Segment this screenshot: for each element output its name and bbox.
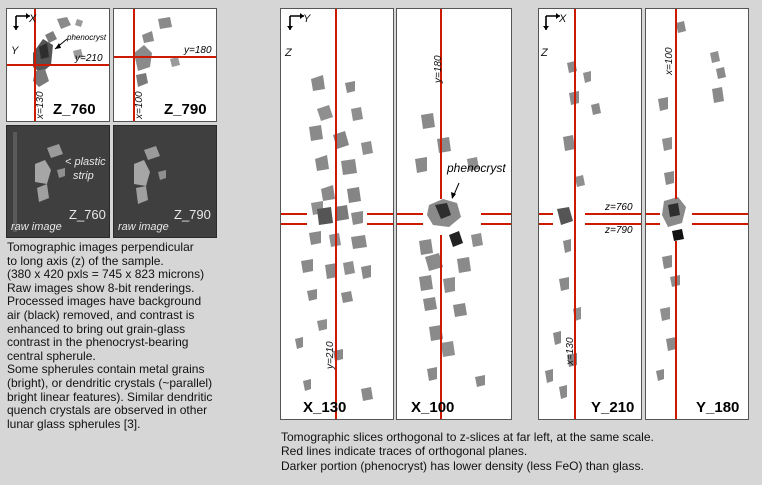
panel-label: Z_760: [69, 207, 106, 222]
line-y-label: y=180: [184, 45, 212, 56]
caption-line: Some spherules contain metal grains: [7, 362, 205, 377]
y210-image: [539, 9, 641, 419]
line-x-label: x=130: [35, 91, 46, 119]
y210-panel: X Z z=760 z=790 x=130 Y_210: [538, 8, 642, 420]
axis-arrow-icon: [543, 13, 560, 30]
caption-line: (bright), or dendritic crystals (~parall…: [7, 375, 213, 390]
caption-line: Darker portion (phenocryst) has lower de…: [281, 459, 644, 474]
axis-z-label: Z: [541, 47, 548, 59]
caption-line: quench crystals are observed in other: [7, 403, 208, 418]
y180-image: [646, 9, 748, 419]
panel-label: Y_210: [591, 399, 635, 416]
z760-image: [7, 9, 109, 121]
caption-line: (380 x 420 pxls = 745 x 823 microns): [7, 267, 205, 282]
raw-image-label: raw image: [118, 221, 169, 233]
plastic-note-label: < plastic: [65, 156, 106, 168]
raw-image-label: raw image: [11, 221, 62, 233]
y180-panel: x=100 Y_180: [645, 8, 749, 420]
left-caption: Tomographic images perpendicular to long…: [7, 240, 277, 431]
caption-line: bright linear features). Similar dendrit…: [7, 389, 213, 404]
caption-line: lunar glass spherules [3].: [7, 416, 141, 431]
x100-panel: y=180 phenocryst X_100: [396, 8, 512, 420]
raw-z760-image: [13, 132, 65, 232]
caption-line: contrast in the phenocryst-bearing: [7, 335, 189, 350]
caption-line: to long axis (z) of the sample.: [7, 253, 164, 268]
axis-arrow-icon: [13, 13, 30, 30]
strip-note-label: strip: [73, 170, 94, 182]
x130-image: [281, 9, 393, 419]
axis-arrow-icon: [287, 13, 304, 30]
line-x-label: x=100: [134, 91, 145, 119]
z760-panel: X Y phenocryst y=210 x=130 Z_760: [6, 8, 110, 122]
line-label: y=210: [325, 341, 336, 369]
line-label: x=100: [664, 47, 675, 75]
panel-label: X_130: [303, 399, 347, 416]
caption-line: Processed images have background: [7, 294, 202, 309]
x130-panel: Y Z y=210 X_130: [280, 8, 394, 420]
panel-label: X_100: [411, 399, 455, 416]
caption-line: central spherule.: [7, 348, 96, 363]
caption-line: air (black) removed, and contrast is: [7, 307, 195, 322]
raw-z790-panel: Z_790 raw image: [113, 125, 217, 238]
caption-line: Tomographic images perpendicular: [7, 240, 194, 254]
z790-image: [114, 9, 216, 121]
axis-z-label: Z: [285, 47, 292, 59]
caption-line: enhanced to bring out grain-glass: [7, 321, 186, 336]
panel-label: Z_790: [174, 207, 211, 222]
panel-label: Z_790: [164, 101, 207, 118]
caption-line: Red lines indicate traces of orthogonal …: [281, 443, 528, 458]
line-label: x=130: [565, 337, 576, 365]
axis-x-label: X: [29, 13, 37, 25]
axis-x-label: X: [559, 13, 567, 25]
raw-z790-image: [134, 146, 166, 204]
line-y-label: y=210: [75, 53, 103, 64]
axis-y-label: Y: [303, 13, 311, 25]
phenocryst-label: phenocryst: [447, 161, 506, 175]
line-label: y=180: [433, 55, 444, 83]
x100-image: [397, 9, 511, 419]
caption-line: Raw images show 8-bit renderings.: [7, 280, 195, 295]
panel-label: Z_760: [53, 101, 96, 118]
z760-label: z=760: [605, 202, 633, 213]
phenocryst-label: phenocryst: [67, 33, 107, 42]
z790-panel: y=180 x=100 Z_790: [113, 8, 217, 122]
caption-line: Tomographic slices orthogonal to z-slice…: [281, 430, 654, 444]
axis-y-label: Y: [11, 45, 19, 57]
panel-label: Y_180: [696, 399, 740, 416]
z790-label: z=790: [605, 225, 633, 236]
raw-z760-panel: < plastic strip Z_760 raw image: [6, 125, 110, 238]
right-caption: Tomographic slices orthogonal to z-slice…: [281, 430, 759, 474]
